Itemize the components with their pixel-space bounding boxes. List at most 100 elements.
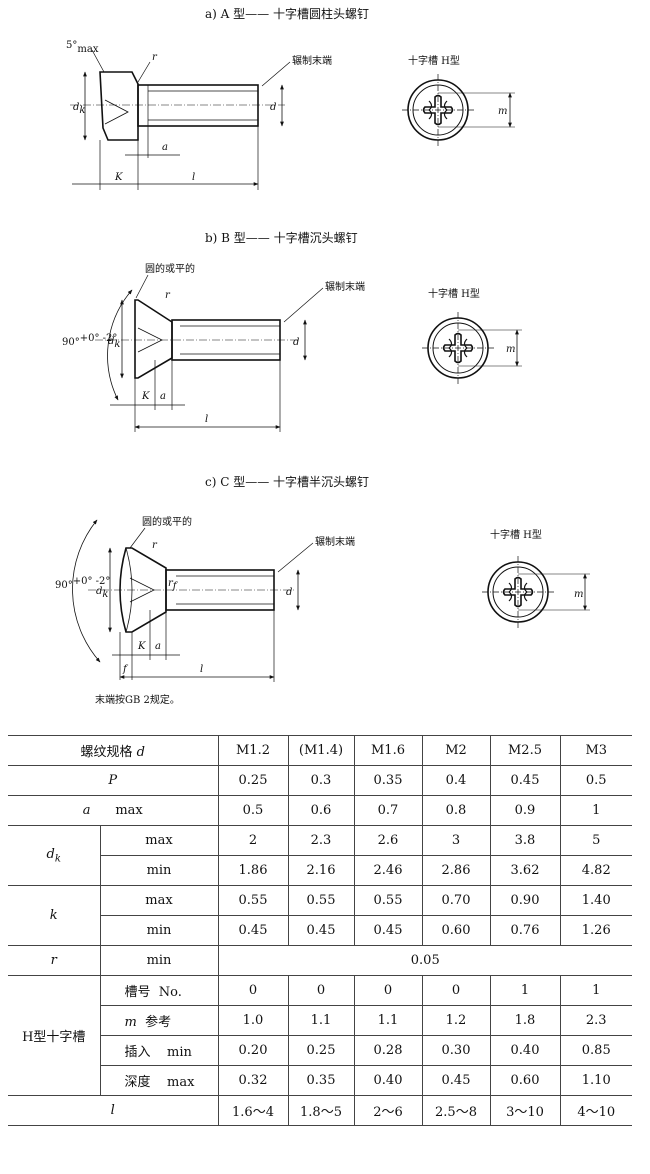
table-cell: 1.86 <box>217 855 288 886</box>
fig-a-l-label: l <box>192 172 195 183</box>
table-cell: 0.30 <box>421 1035 490 1066</box>
fig-a-d-label: d <box>270 102 276 113</box>
table-cell: 2.3 <box>559 1005 632 1036</box>
table-row-k-min: min 0.45 0.45 0.45 0.60 0.76 1.26 <box>8 915 632 946</box>
table-cell: 0.60 <box>421 915 490 946</box>
table-cell: 1.8～5 <box>287 1095 354 1126</box>
fig-a-recess-title: 十字槽 H型 <box>408 54 460 67</box>
fig-b-recess-title: 十字槽 H型 <box>428 287 480 300</box>
table-cell: 0.45 <box>353 915 422 946</box>
size-cell: M3 <box>559 735 632 766</box>
row-condition: 槽号 No. <box>99 975 218 1006</box>
table-cell: 0.76 <box>489 915 560 946</box>
row-label: P <box>8 765 218 796</box>
table-cell: 0.25 <box>287 1035 354 1066</box>
fig-a-r-label: r <box>152 52 158 63</box>
table-cell: 1.8 <box>489 1005 560 1036</box>
row-condition: max <box>99 825 218 856</box>
table-cell: 0.7 <box>353 795 422 826</box>
figure-a-title: a) A 型—— 十字槽圆柱头螺钉 <box>205 6 369 21</box>
table-row-dk-max: dk max 2 2.3 2.6 3 3.8 5 <box>8 825 632 886</box>
table-cell: 0.5 <box>217 795 288 826</box>
fig-b-l-label: l <box>205 414 208 425</box>
table-cell: 0.3 <box>287 765 354 796</box>
table-cell: 0 <box>353 975 422 1006</box>
table-cell: 0 <box>287 975 354 1006</box>
table-cell: 2.46 <box>353 855 422 886</box>
fig-b-edge-label: 圆的或平的 <box>145 262 195 275</box>
row-label: dk <box>8 825 100 886</box>
table-cell: 0.45 <box>489 765 560 796</box>
row-label: H型十字槽 <box>8 975 100 1096</box>
table-row-r: r min 0.05 <box>8 945 632 976</box>
table-cell: 3.62 <box>489 855 560 886</box>
fig-c-edge-label: 圆的或平的 <box>142 515 192 528</box>
row-condition: m 参考 <box>99 1005 218 1036</box>
table-row-header: 螺纹规格 d M1.2 (M1.4) M1.6 M2 M2.5 M3 <box>8 735 632 766</box>
fig-b-K-label: K <box>141 391 150 402</box>
table-cell: 0.32 <box>217 1065 288 1096</box>
row-condition: min <box>99 945 218 976</box>
figure-c-title: c) C 型—— 十字槽半沉头螺钉 <box>205 474 369 489</box>
row-condition: min <box>99 915 218 946</box>
table-cell: 0 <box>421 975 490 1006</box>
fig-c-f-label: f <box>122 664 129 675</box>
table-cell: 0.25 <box>217 765 288 796</box>
fig-c-angle-label: 90°+0° -2° <box>55 576 110 591</box>
table-row-h-no: H型十字槽 槽号 No. 0 0 0 0 1 1 <box>8 975 632 1096</box>
spec-table: 螺纹规格 d M1.2 (M1.4) M1.6 M2 M2.5 M3 P 0.2… <box>8 735 632 1126</box>
fig-b-thread-end-label: 辗制末端 <box>325 280 365 293</box>
table-cell: 2.3 <box>287 825 354 856</box>
row-condition: max <box>99 885 218 916</box>
table-cell: 2 <box>217 825 288 856</box>
table-row-P: P 0.25 0.3 0.35 0.4 0.45 0.5 <box>8 765 632 796</box>
fig-c-m-label: m <box>574 589 583 600</box>
table-row-l: l 1.6～4 1.8～5 2～6 2.5～8 3～10 4～10 <box>8 1095 632 1126</box>
table-cell: 0.35 <box>287 1065 354 1096</box>
size-cell: M2 <box>421 735 490 766</box>
table-cell: 1.26 <box>559 915 632 946</box>
table-cell: 0.28 <box>353 1035 422 1066</box>
table-row-k-max: k max 0.55 0.55 0.55 0.70 0.90 1.40 <box>8 885 632 946</box>
fig-c-r-label: r <box>152 540 158 551</box>
table-cell: 1.0 <box>217 1005 288 1036</box>
row-condition: 深度 max <box>99 1065 218 1096</box>
fig-c-K-label: K <box>137 641 146 652</box>
table-cell: 0.6 <box>287 795 354 826</box>
table-cell: 2.6 <box>353 825 422 856</box>
table-cell: 4～10 <box>559 1095 632 1126</box>
fig-b-d-label: d <box>293 337 299 348</box>
figure-b-title: b) B 型—— 十字槽沉头螺钉 <box>205 230 358 245</box>
table-row-h-m: m 参考 1.0 1.1 1.1 1.2 1.8 2.3 <box>8 1005 632 1036</box>
table-cell: 0.45 <box>287 915 354 946</box>
fig-a-K-label: K <box>114 172 123 183</box>
figure-c: c) C 型—— 十字槽半沉头螺钉 90°+0° -2° dk d rf K a… <box>55 474 590 706</box>
table-cell: 1.1 <box>287 1005 354 1036</box>
table-cell: 3～10 <box>489 1095 560 1126</box>
fig-b-r-label: r <box>165 290 171 301</box>
table-cell: 2.16 <box>287 855 354 886</box>
fig-a-dk-label: dk <box>73 102 85 116</box>
table-cell: 0.45 <box>421 1065 490 1096</box>
table-cell: 0.45 <box>217 915 288 946</box>
drawings-area: a) A 型—— 十字槽圆柱头螺钉 dk d K l a 5°max r 辗制末… <box>55 6 590 706</box>
size-cell: M1.2 <box>217 735 288 766</box>
fig-b-angle-label: 90°+0° -2° <box>62 333 117 348</box>
fig-c-recess-title: 十字槽 H型 <box>490 528 542 541</box>
table-cell: 0.8 <box>421 795 490 826</box>
table-cell: 0.9 <box>489 795 560 826</box>
figure-a: a) A 型—— 十字槽圆柱头螺钉 dk d K l a 5°max r 辗制末… <box>66 6 515 190</box>
size-cell: M2.5 <box>489 735 560 766</box>
table-cell: 0.85 <box>559 1035 632 1066</box>
table-cell: 0.60 <box>489 1065 560 1096</box>
table-cell: 0 <box>217 975 288 1006</box>
row-condition: min <box>99 855 218 886</box>
table-cell: 1 <box>559 795 632 826</box>
table-cell: 0.70 <box>421 885 490 916</box>
table-row-h-depth: 深度 max 0.32 0.35 0.40 0.45 0.60 1.10 <box>8 1065 632 1096</box>
table-cell: 0.55 <box>353 885 422 916</box>
table-cell: 1.40 <box>559 885 632 916</box>
fig-b-a-label: a <box>160 391 166 402</box>
fig-a-thread-end-label: 辗制末端 <box>292 54 332 67</box>
figure-b: b) B 型—— 十字槽沉头螺钉 90°+0° -2° dk d K a l 圆… <box>62 230 522 432</box>
